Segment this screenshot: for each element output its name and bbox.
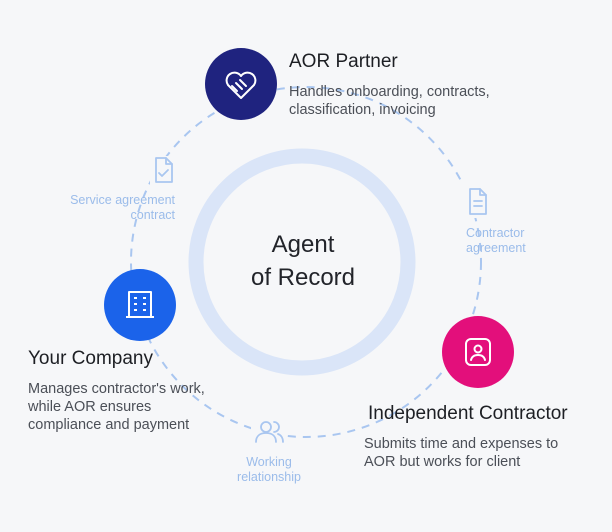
contractor-agreement-label: Contractor agreement — [466, 226, 526, 256]
document-check-icon — [155, 157, 173, 183]
your-company-desc-line2: while AOR ensures — [28, 399, 152, 415]
your-company-title: Your Company — [28, 348, 153, 369]
aor-partner-desc-line1: Handles onboarding, contracts, — [289, 84, 490, 100]
aor-partner-node — [205, 48, 277, 120]
independent-contractor-desc-line1: Submits time and expenses to — [364, 436, 559, 452]
your-company-description: Manages contractor's work, while AOR ens… — [28, 380, 205, 434]
aor-partner-title: AOR Partner — [289, 51, 398, 72]
connection-ring — [130, 86, 482, 438]
center-ring — [188, 148, 416, 376]
document-icon — [469, 188, 487, 215]
aor-partner-description: Handles onboarding, contracts, classific… — [289, 83, 490, 119]
independent-contractor-desc-line2: AOR but works for client — [364, 454, 521, 470]
center-label-line1: Agent — [271, 231, 335, 258]
center-label: Agent of Record — [206, 228, 400, 294]
independent-contractor-description: Submits time and expenses to AOR but wor… — [364, 435, 558, 471]
contractor-agreement-line1: Contractor — [466, 226, 525, 240]
service-agreement-line2: contract — [130, 208, 175, 222]
your-company-desc-line3: compliance and payment — [28, 417, 190, 433]
building-icon — [126, 291, 154, 318]
person-badge-icon — [465, 338, 491, 366]
aor-partner-desc-line2: classification, invoicing — [289, 102, 436, 118]
your-company-node — [104, 269, 176, 341]
contractor-agreement-line2: agreement — [466, 241, 526, 255]
users-icon — [255, 421, 284, 443]
center-label-line2: of Record — [250, 264, 356, 291]
your-company-desc-line1: Manages contractor's work, — [28, 381, 205, 397]
independent-contractor-title: Independent Contractor — [368, 403, 568, 424]
handshake-heart-icon — [225, 71, 257, 99]
service-agreement-line1: Service agreement — [70, 193, 175, 207]
working-relationship-line2: relationship — [237, 470, 301, 484]
service-agreement-label: Service agreement contract — [40, 193, 175, 223]
working-relationship-label: Working relationship — [219, 455, 319, 485]
working-relationship-line1: Working — [246, 455, 292, 469]
